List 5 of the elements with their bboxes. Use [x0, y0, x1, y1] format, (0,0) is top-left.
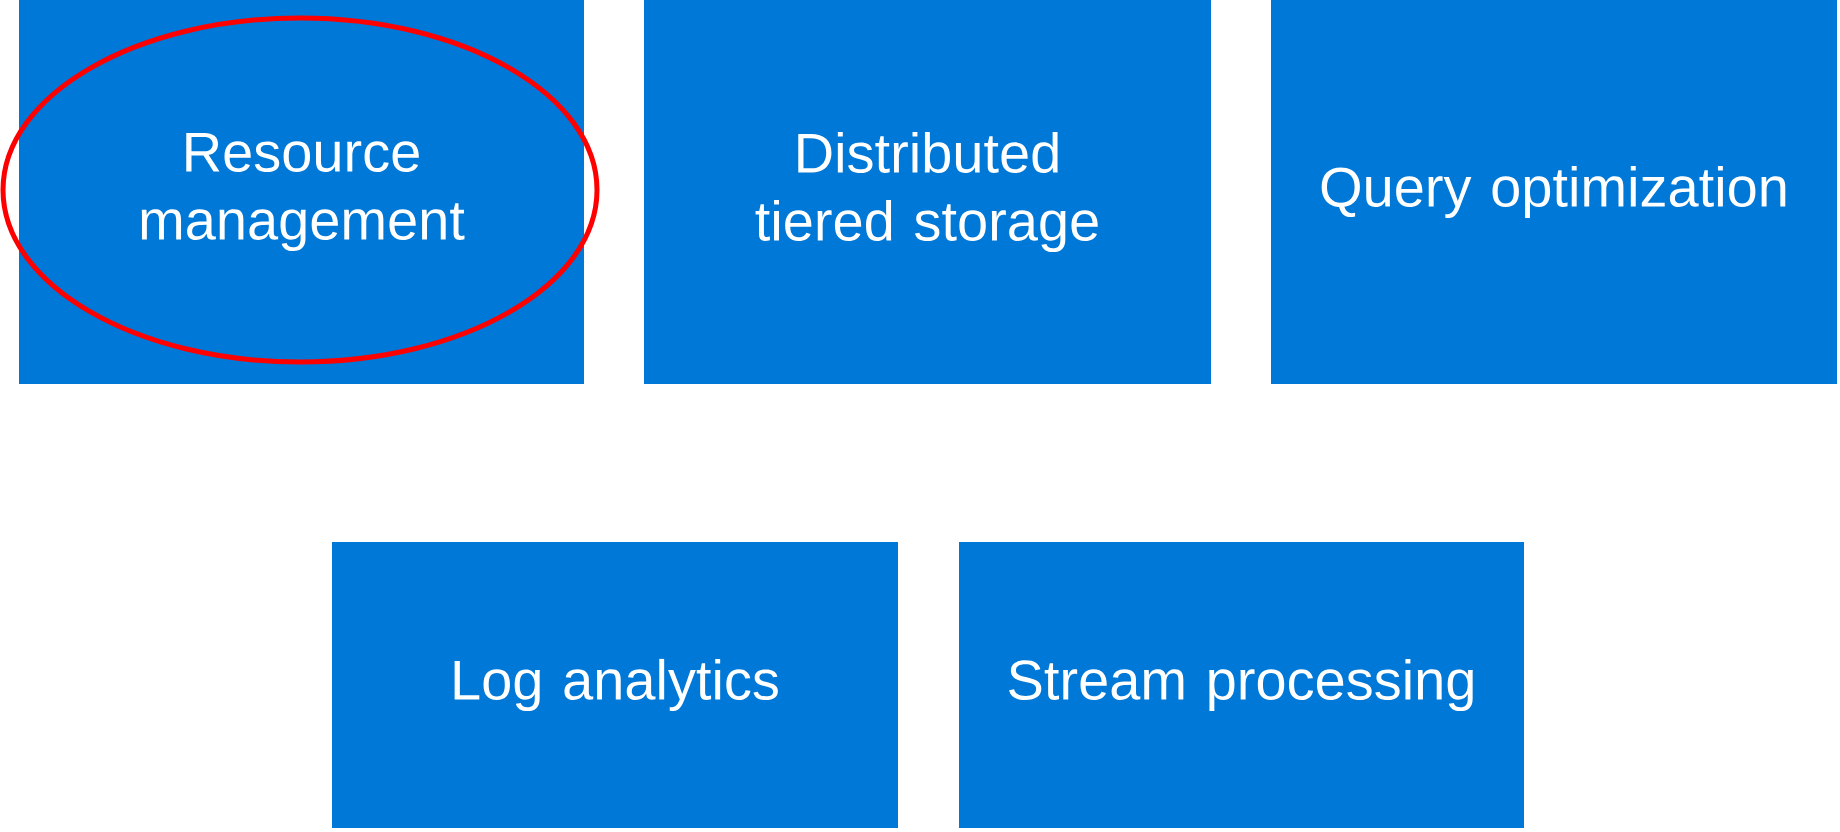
process-box: Distributed tiered storage [644, 0, 1211, 384]
process-box: Log analytics [332, 542, 898, 828]
process-box: Stream processing [959, 542, 1524, 828]
process-box: Resource management [19, 0, 584, 384]
process-box: Query optimization [1271, 0, 1837, 384]
